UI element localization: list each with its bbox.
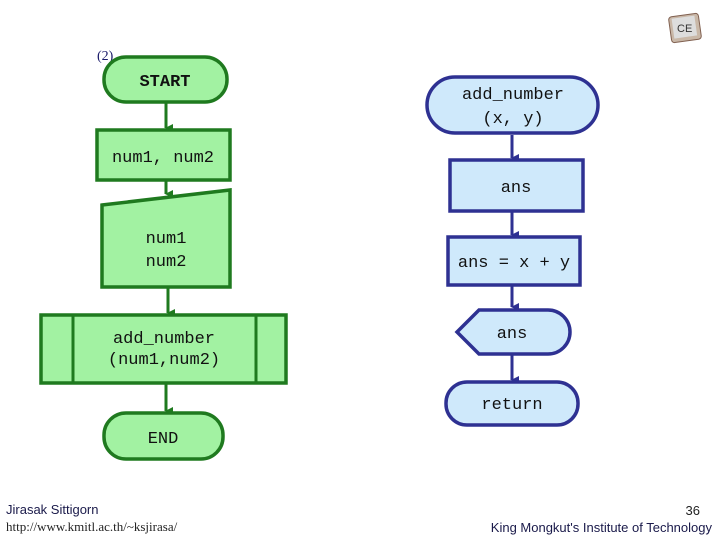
institute-name: King Mongkut's Institute of Technology (490, 520, 712, 535)
author-name: Jirasak Sittigorn (6, 502, 99, 517)
call-line-1: add_number (113, 330, 215, 349)
end-terminator (102, 411, 225, 461)
end-label: END (148, 430, 179, 449)
return-label: return (481, 396, 542, 415)
function-header-terminator (425, 75, 600, 135)
diagram-label: (2) (97, 49, 114, 64)
process-label: ans = x + y (458, 254, 570, 273)
function-name: add_number (462, 86, 564, 105)
ce-logo: CE (668, 12, 702, 44)
declare-box (448, 158, 585, 213)
manual-input-shape (100, 188, 232, 289)
display-output-shape (454, 308, 572, 356)
function-params: (x, y) (482, 110, 543, 129)
return-terminator (444, 380, 580, 427)
call-line-2: (num1,num2) (108, 351, 220, 370)
svg-text:CE: CE (677, 23, 692, 35)
input-line-1: num1 (146, 230, 187, 249)
author-url: http://www.kmitl.ac.th/~ksjirasa/ (6, 519, 178, 534)
process-box (446, 235, 582, 287)
init-label: num1, num2 (112, 149, 214, 168)
page-number: 36 (685, 503, 700, 518)
start-label: START (139, 73, 190, 92)
predefined-process-box (39, 313, 288, 385)
main-flowchart: START num1, num2 num1 num2 add_number (n… (39, 55, 288, 461)
declare-label: ans (501, 179, 532, 198)
input-line-2: num2 (146, 253, 187, 272)
function-flowchart: add_number (x, y) ans ans = x + y ans re… (425, 75, 600, 427)
output-label: ans (497, 325, 528, 344)
init-process-box (95, 128, 232, 182)
